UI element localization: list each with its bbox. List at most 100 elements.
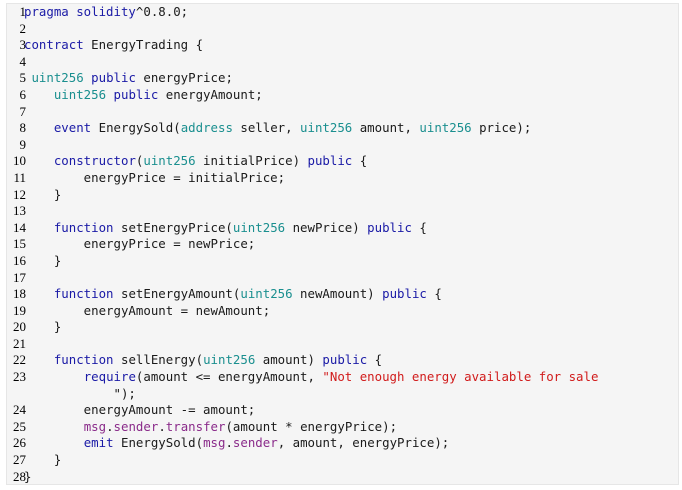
code-token [24,87,54,102]
code-token: constructor [53,153,136,169]
code-token: uint256 [203,352,256,368]
code-token: newAmount) [292,286,383,302]
code-text: event EnergySold(address seller, uint256… [24,120,531,137]
line-number: 15 [13,236,26,252]
code-text: pragma solidity^0.8.0; [24,4,188,21]
code-text: } [24,469,31,486]
code-token: sender [113,418,159,434]
code-token [24,220,54,235]
code-text: contract EnergyTrading { [24,37,203,54]
code-text: } [24,187,61,204]
code-text: msg.sender.transfer(amount * energyPrice… [24,419,397,436]
code-token: emit [83,435,114,451]
code-token: event [53,120,92,136]
line-number: 8 [19,120,27,136]
line-number: 20 [13,319,26,335]
line-number: 23 [13,369,26,385]
code-token: public [113,86,159,102]
line-number: 28 [13,468,26,484]
code-token: } [24,468,32,484]
code-token [24,153,54,168]
code-token: energyAmount; [158,86,263,102]
code-text: } [24,253,61,270]
code-text: energyPrice = initialPrice; [24,170,285,187]
code-token: (amount * energyPrice); [225,418,398,434]
code-token [24,435,84,450]
code-token: price); [471,120,532,136]
code-token: uint256 [419,120,472,136]
line-number: 19 [13,302,26,318]
code-token: { [426,286,442,302]
code-token: setEnergyPrice( [113,219,233,235]
line-number: 24 [13,402,26,418]
line-number: 27 [13,452,26,468]
code-text: function setEnergyPrice(uint256 newPrice… [24,220,427,237]
code-token [24,120,54,135]
code-token: . [158,418,166,434]
code-text: energyAmount = newAmount; [24,303,271,320]
code-token: uint256 [53,86,107,102]
code-token: EnergyTrading { [83,37,204,53]
code-token: transfer [165,418,226,434]
code-token: address [180,120,233,136]
line-number: 12 [13,186,26,202]
code-token: function [53,219,114,235]
code-token [24,419,84,434]
code-token: "); [24,385,136,401]
code-token: public [322,352,368,368]
code-token [24,286,54,301]
code-token: { [352,153,368,169]
line-number: 26 [13,435,26,451]
line-number: 13 [13,203,26,219]
line-number: 16 [13,252,26,268]
code-token: uint256 [143,153,196,169]
code-token: energyPrice = newPrice; [24,236,256,252]
code-token: { [411,219,427,235]
code-text: "); [24,386,136,403]
line-number: 6 [19,86,27,102]
code-token: contract [24,37,84,53]
code-token [24,352,54,367]
code-token: } [24,186,62,202]
line-number: 5 [19,70,27,86]
code-token: function [53,352,114,368]
code-text: function sellEnergy(uint256 amount) publ… [24,352,382,369]
line-number: 10 [13,153,26,169]
code-token: public [91,70,136,86]
code-text: } [24,452,61,469]
code-token: sellEnergy( [113,352,204,368]
code-text: energyAmount -= amount; [24,402,256,419]
line-number: 25 [13,418,26,434]
code-token: initialPrice) [195,153,308,169]
code-text: emit EnergySold(msg.sender, amount, ener… [24,435,450,452]
line-number: 3 [19,37,27,53]
code-token: uint256 [31,70,84,86]
line-number: 11 [13,169,26,185]
line-number: 7 [19,103,27,119]
code-token: energyPrice; [135,70,233,86]
line-number: 14 [13,219,26,235]
code-token: . [106,418,114,434]
code-token: setEnergyAmount( [113,286,241,302]
code-token: amount, [352,120,420,136]
code-token: function [53,286,114,302]
code-token: public [382,286,427,302]
code-token: msg [203,435,226,451]
line-number: 9 [19,136,27,152]
code-text: energyPrice = newPrice; [24,236,256,253]
code-token [24,369,84,384]
code-token: pragma solidity [24,4,136,19]
code-token: public [307,153,353,169]
code-token: seller, [232,120,301,136]
code-text: constructor(uint256 initialPrice) public… [24,153,367,170]
code-token: } [24,452,62,468]
code-token: newPrice) [285,219,368,235]
code-token: energyPrice = initialPrice; [24,169,286,185]
line-number: 22 [13,352,26,368]
code-token: (amount <= energyAmount, [135,369,323,385]
code-token: . [225,435,233,451]
code-token: uint256 [300,120,353,136]
code-token: ^0.8.0; [135,4,189,19]
code-token [106,87,113,102]
